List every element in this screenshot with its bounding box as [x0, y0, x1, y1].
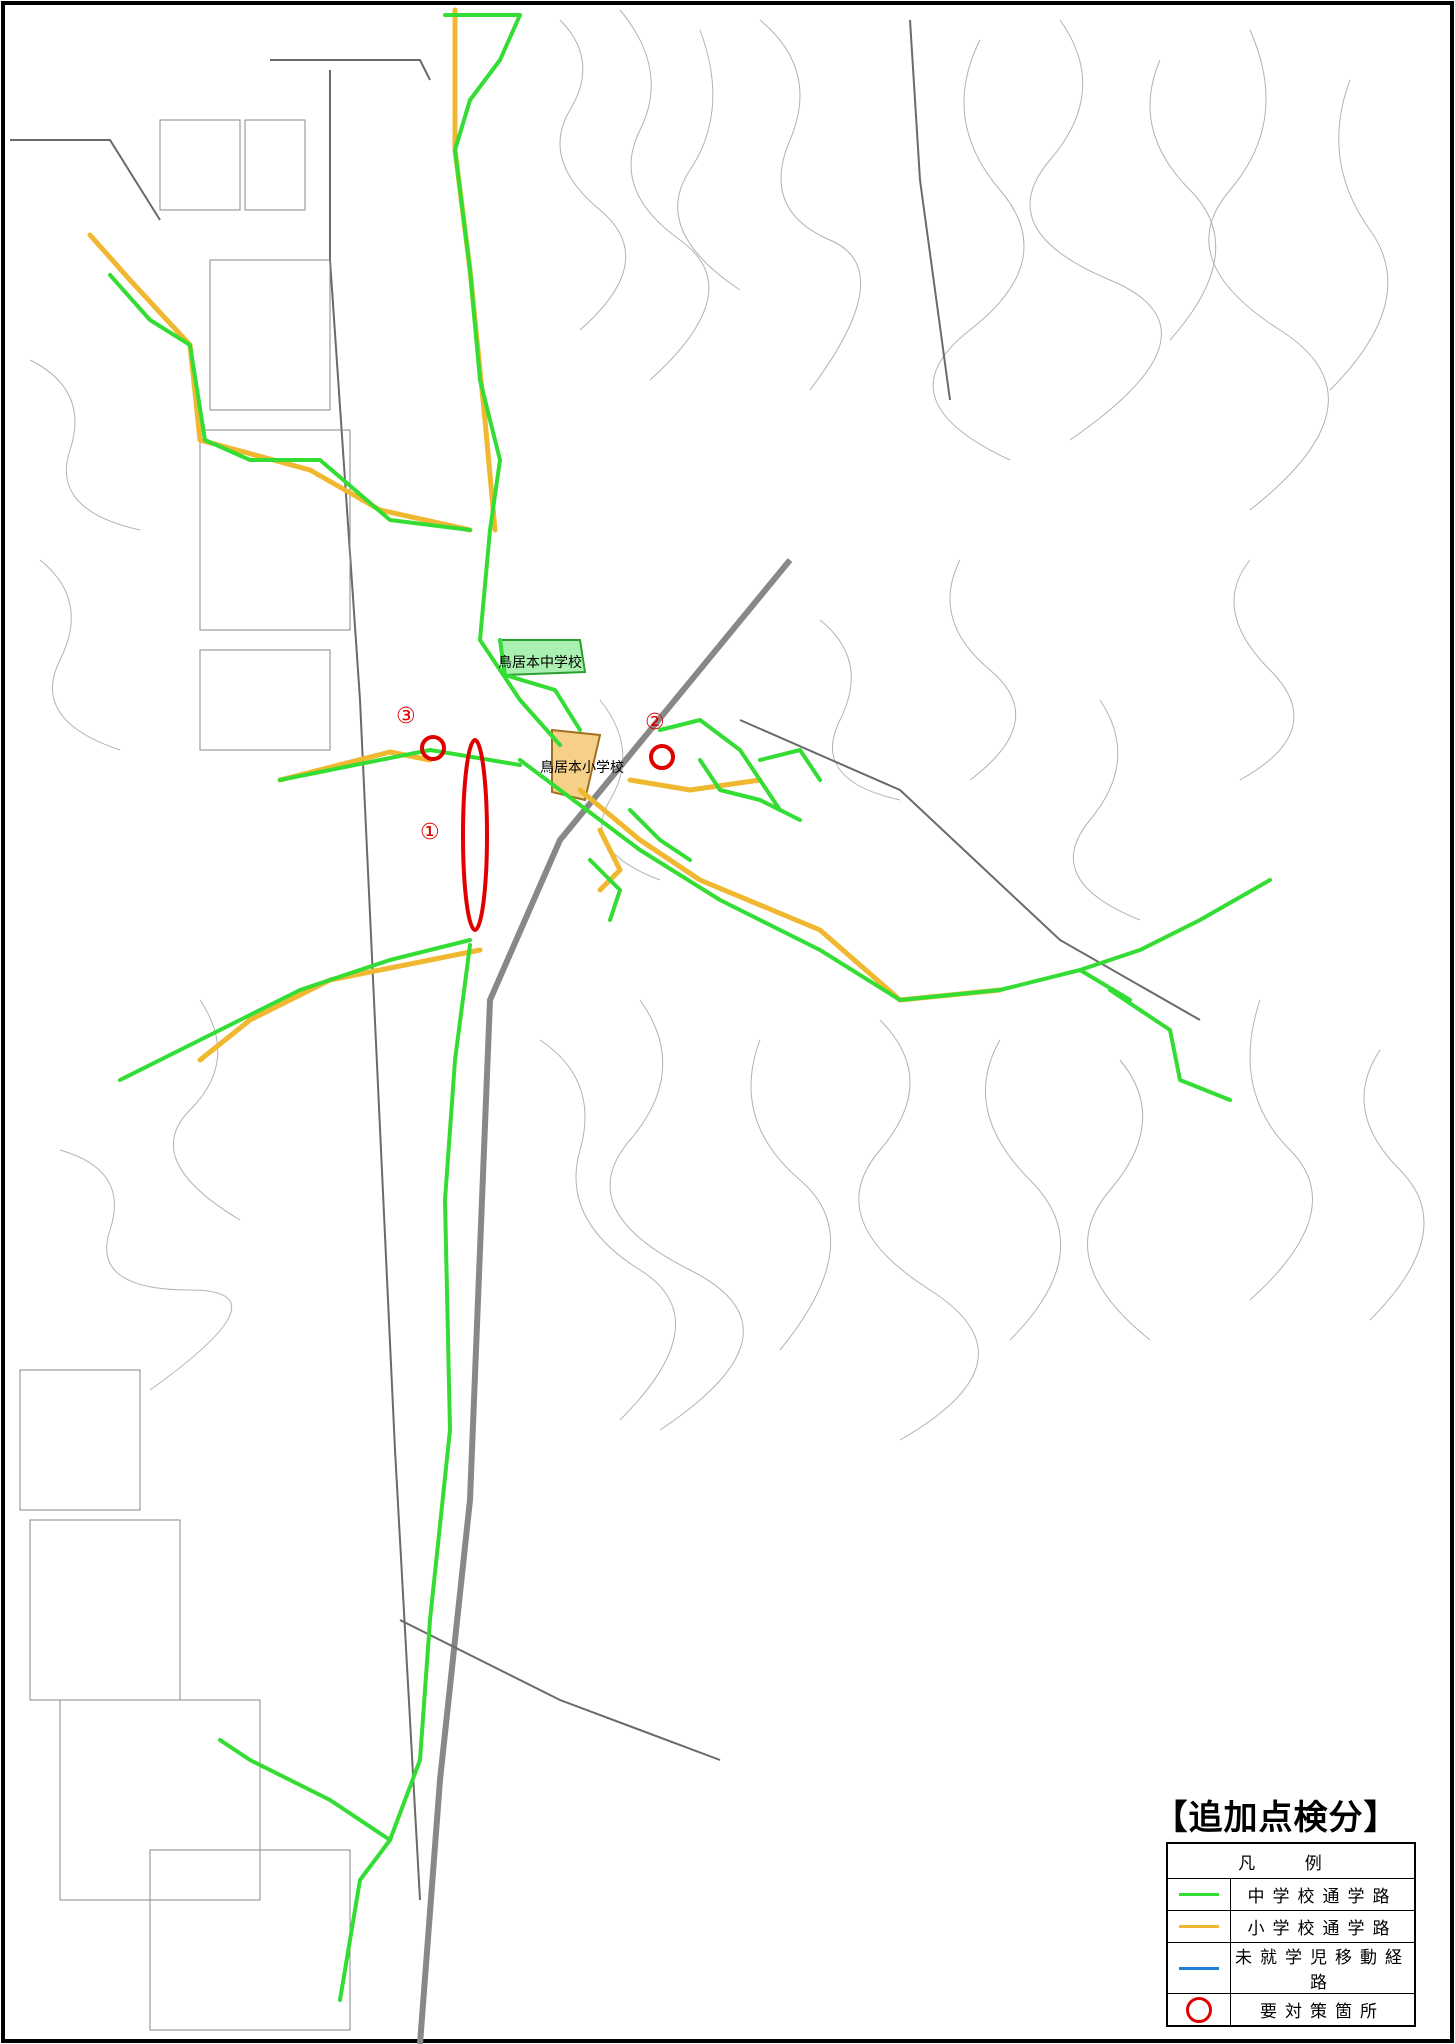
legend-header: 凡 例 [1166, 1842, 1416, 1879]
spot-3-marker [420, 735, 446, 761]
elementary-label: 鳥居本小学校 [540, 760, 624, 776]
spot-2-marker [649, 744, 675, 770]
spot-circle-icon [1186, 1996, 1212, 2023]
junior-route-swatch [1179, 1893, 1219, 1896]
legend-label: 小学校通学路 [1230, 1910, 1416, 1943]
railway-line [329, 70, 421, 1901]
road-south [399, 1619, 721, 1761]
urban-blocks [19, 119, 351, 2031]
legend-table: 凡 例 中学校通学路 小学校通学路 未就学児移動経路 要対策箇所 [1166, 1842, 1416, 2027]
school-areas [498, 639, 602, 802]
legend-row: 未就学児移動経路 [1166, 1942, 1416, 1994]
road-expressway-north [909, 19, 951, 401]
elementary-route-swatch [1179, 1925, 1219, 1928]
legend-row: 要対策箇所 [1166, 1993, 1416, 2027]
junior-high-label: 鳥居本中学校 [498, 655, 582, 671]
legend-label: 要対策箇所 [1230, 1993, 1416, 2027]
road-east [739, 719, 1201, 1021]
highway [417, 558, 793, 2044]
spot-3-label: ③ [396, 704, 416, 729]
junior-high-routes [108, 13, 1272, 2002]
spot-1-marker [461, 738, 489, 932]
legend-label: 中学校通学路 [1230, 1878, 1416, 1911]
problem-spots [420, 735, 675, 932]
spot-1-label: ① [420, 820, 440, 845]
legend-row: 小学校通学路 [1166, 1910, 1416, 1943]
road-nw [10, 139, 161, 221]
road-west [270, 59, 431, 81]
contour-lines [29, 9, 1425, 1441]
legend-title: 【追加点検分】 [1153, 1798, 1399, 1838]
elementary-routes [87, 7, 1003, 1063]
legend: 【追加点検分】 凡 例 中学校通学路 小学校通学路 未就学児移動経路 要対策箇所 [1126, 1796, 1426, 2036]
legend-label: 未就学児移動経路 [1230, 1942, 1416, 1994]
legend-row: 中学校通学路 [1166, 1878, 1416, 1911]
roads [10, 19, 1201, 2044]
preschool-route-swatch [1179, 1966, 1219, 1970]
elementary-area [551, 728, 602, 802]
spot-2-label: ② [645, 710, 665, 735]
